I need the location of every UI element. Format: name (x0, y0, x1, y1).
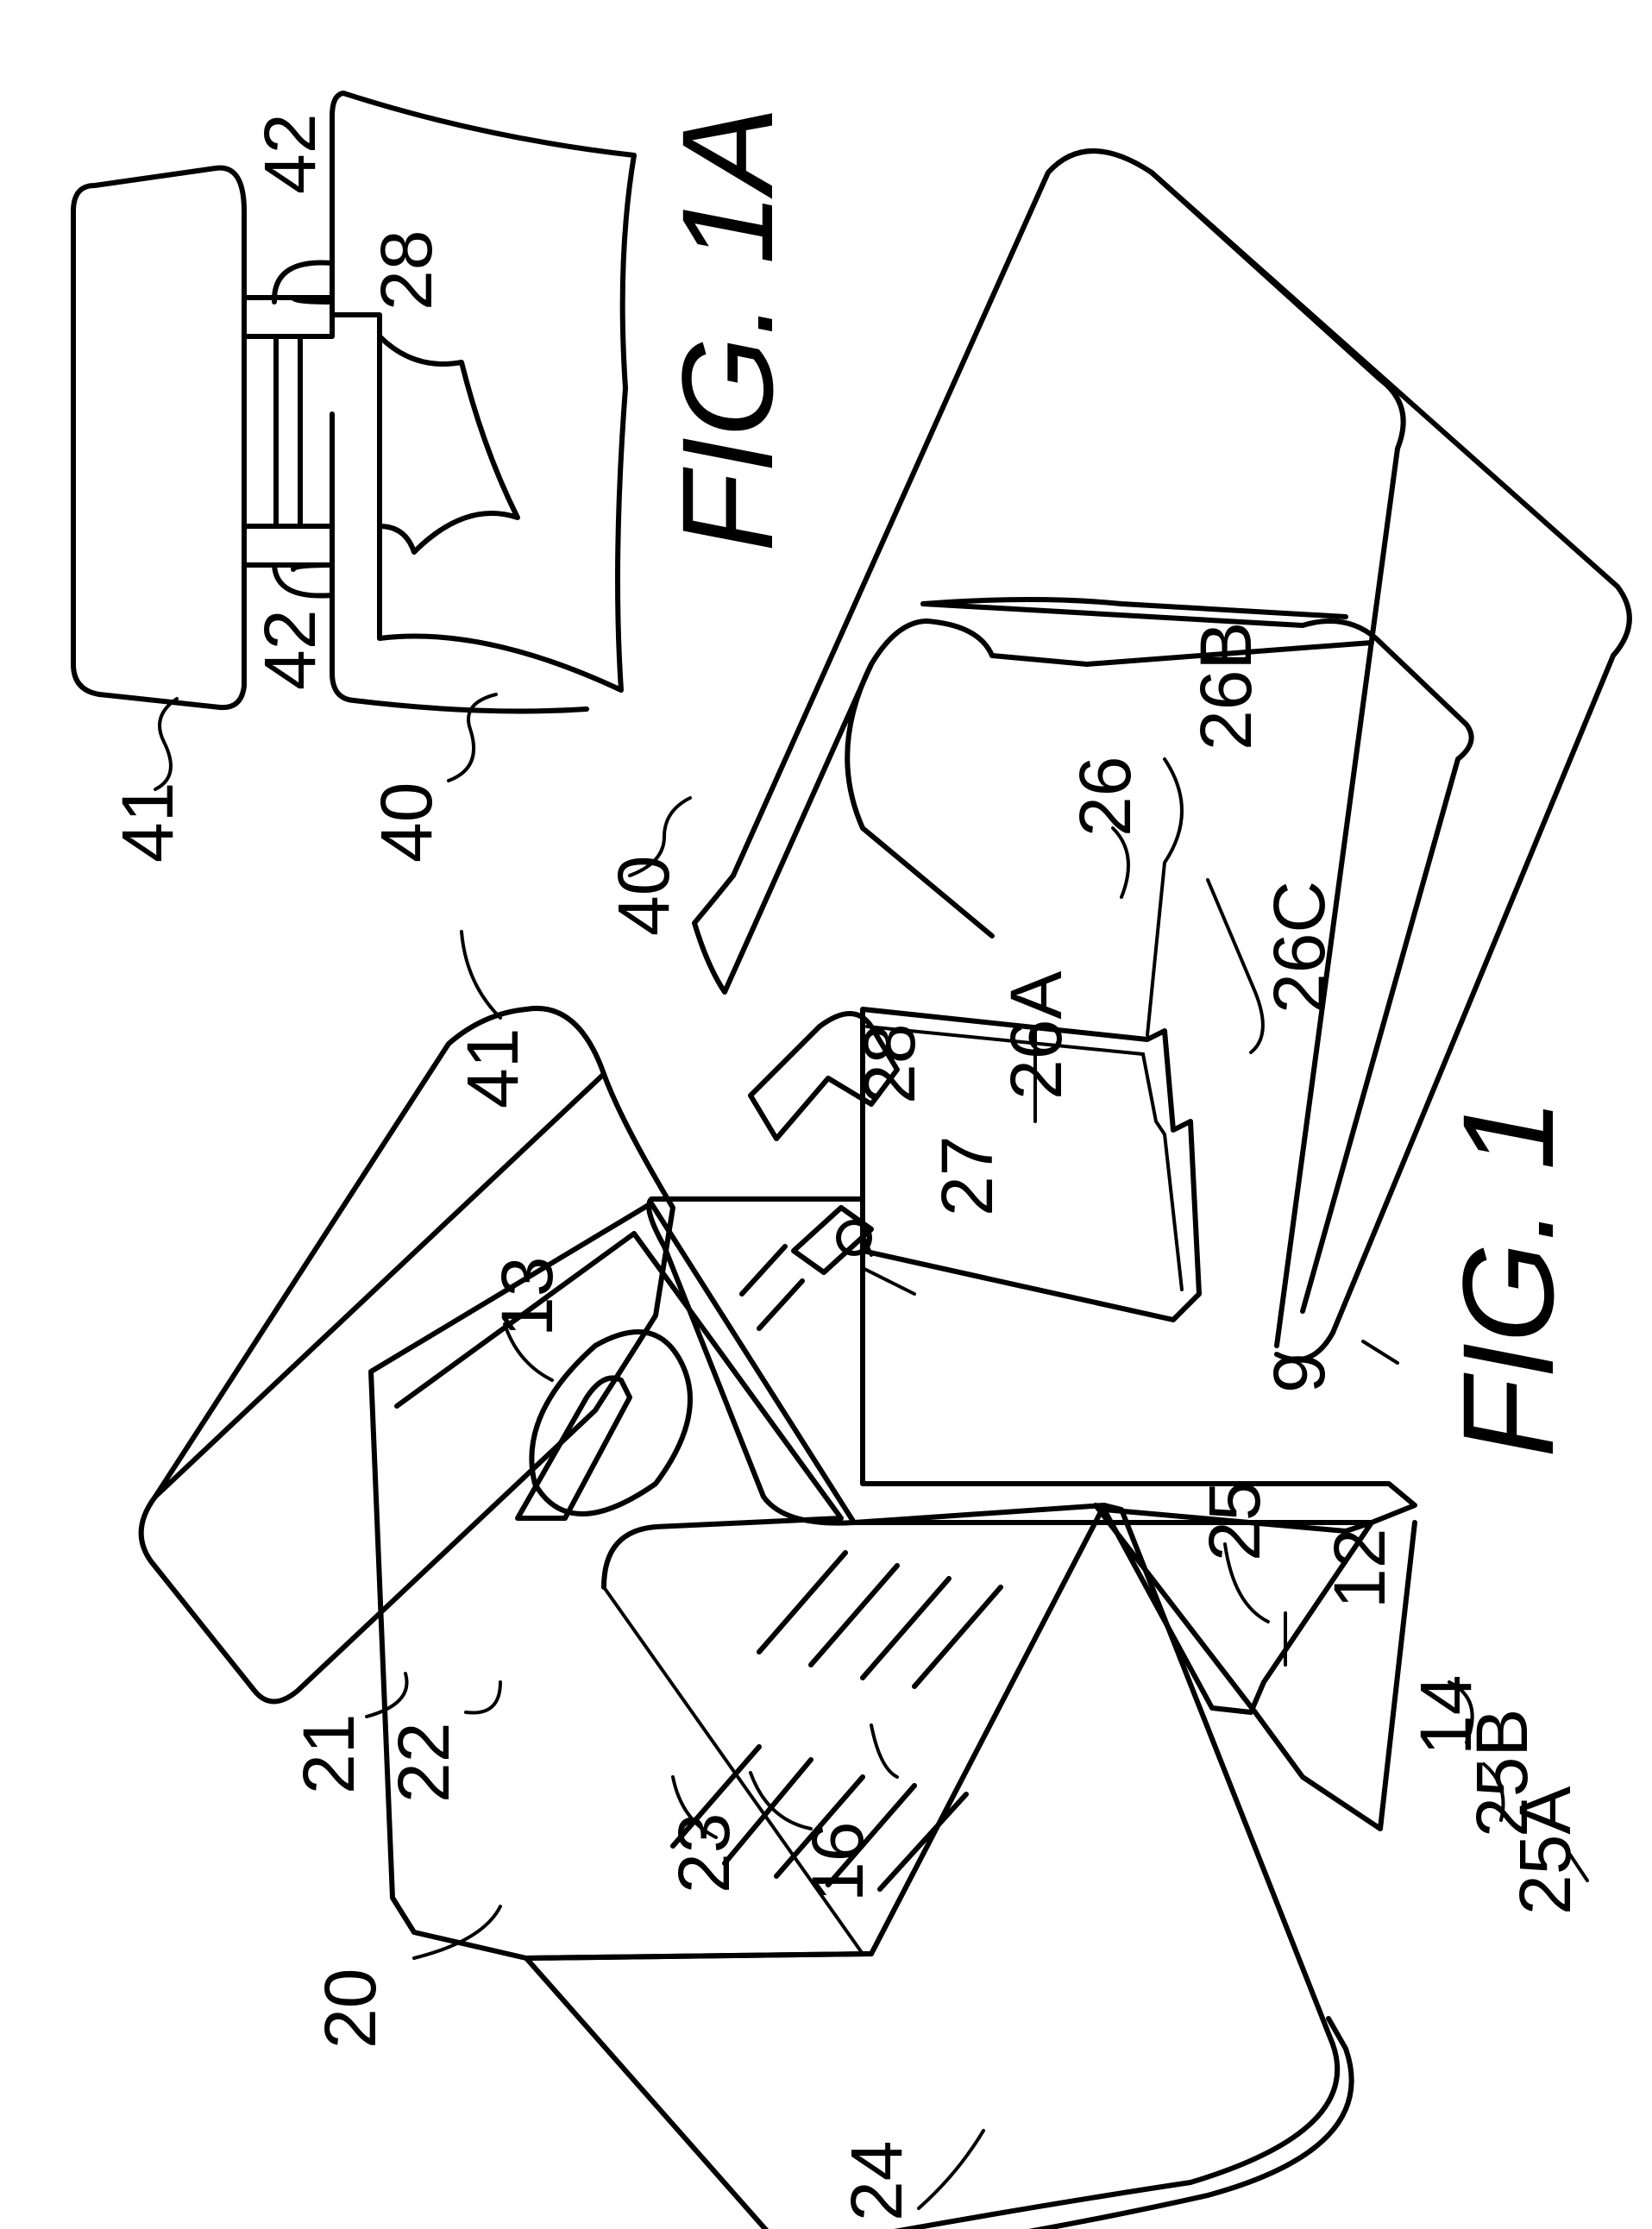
fig1-label: FIG. 1 (1435, 1098, 1580, 1458)
fig1-ref-9: 9 (1259, 1353, 1340, 1393)
fig1-handle-oval (531, 1332, 690, 1514)
fig1-ref-27: 27 (927, 1136, 1008, 1216)
fig1-drawing (141, 151, 1630, 2229)
fig1-tubes-23 (673, 1246, 1001, 1889)
fig1-ref-25: 25 (1194, 1481, 1275, 1561)
fig1a-label: FIG. 1A (655, 106, 800, 552)
fig1-cushion-40-edge (1152, 173, 1404, 1346)
fig1-ref-26c: 26C (1259, 881, 1340, 1014)
fig1a-ref-40: 40 (366, 782, 447, 863)
fig1-ref-21: 21 (288, 1714, 369, 1794)
fig1-ref-24-visible: 24 (836, 2141, 917, 2221)
fig1-ref-23: 23 (663, 1813, 744, 1893)
fig1a-headrest-41 (73, 168, 244, 708)
fig1a-ref-42-lower: 42 (249, 610, 330, 690)
fig1-tray-24 (526, 1505, 1337, 2229)
fig1-ref-28: 28 (849, 1024, 930, 1104)
fig1-clip-27 (794, 1208, 871, 1272)
fig1-ref-41: 41 (452, 1028, 533, 1108)
fig1-cushion-40-lower (992, 643, 1372, 664)
fig1-cushion-40-inner (694, 621, 992, 992)
fig1-ref-26a: 26A (996, 971, 1077, 1100)
fig1-cushion-top-curve (847, 664, 992, 936)
fig1-ref-20: 20 (310, 1968, 391, 2049)
fig1-ref-40: 40 (603, 856, 684, 936)
fig1a-notch (380, 336, 518, 552)
fig1-ref-26b: 26B (1185, 622, 1266, 750)
fig1-ref-16: 16 (797, 1822, 878, 1902)
fig1-ref-25a: 25A (1504, 1786, 1586, 1915)
fig1-ref-13: 13 (487, 1257, 568, 1337)
fig1-ref-26: 26 (1065, 757, 1146, 837)
fig1a-drawing (73, 93, 634, 789)
fig1-ref-12: 12 (1319, 1529, 1400, 1609)
fig1a-ref-41: 41 (107, 782, 188, 863)
fig1a-ref-42-upper: 42 (249, 114, 330, 194)
fig1a-body-outline (332, 414, 587, 711)
fig1a-loop-lower (274, 565, 332, 596)
fig1a-post-lower (244, 526, 332, 565)
fig1a-ref-28: 28 (366, 230, 447, 311)
fig1-ref-22: 22 (383, 1723, 464, 1803)
